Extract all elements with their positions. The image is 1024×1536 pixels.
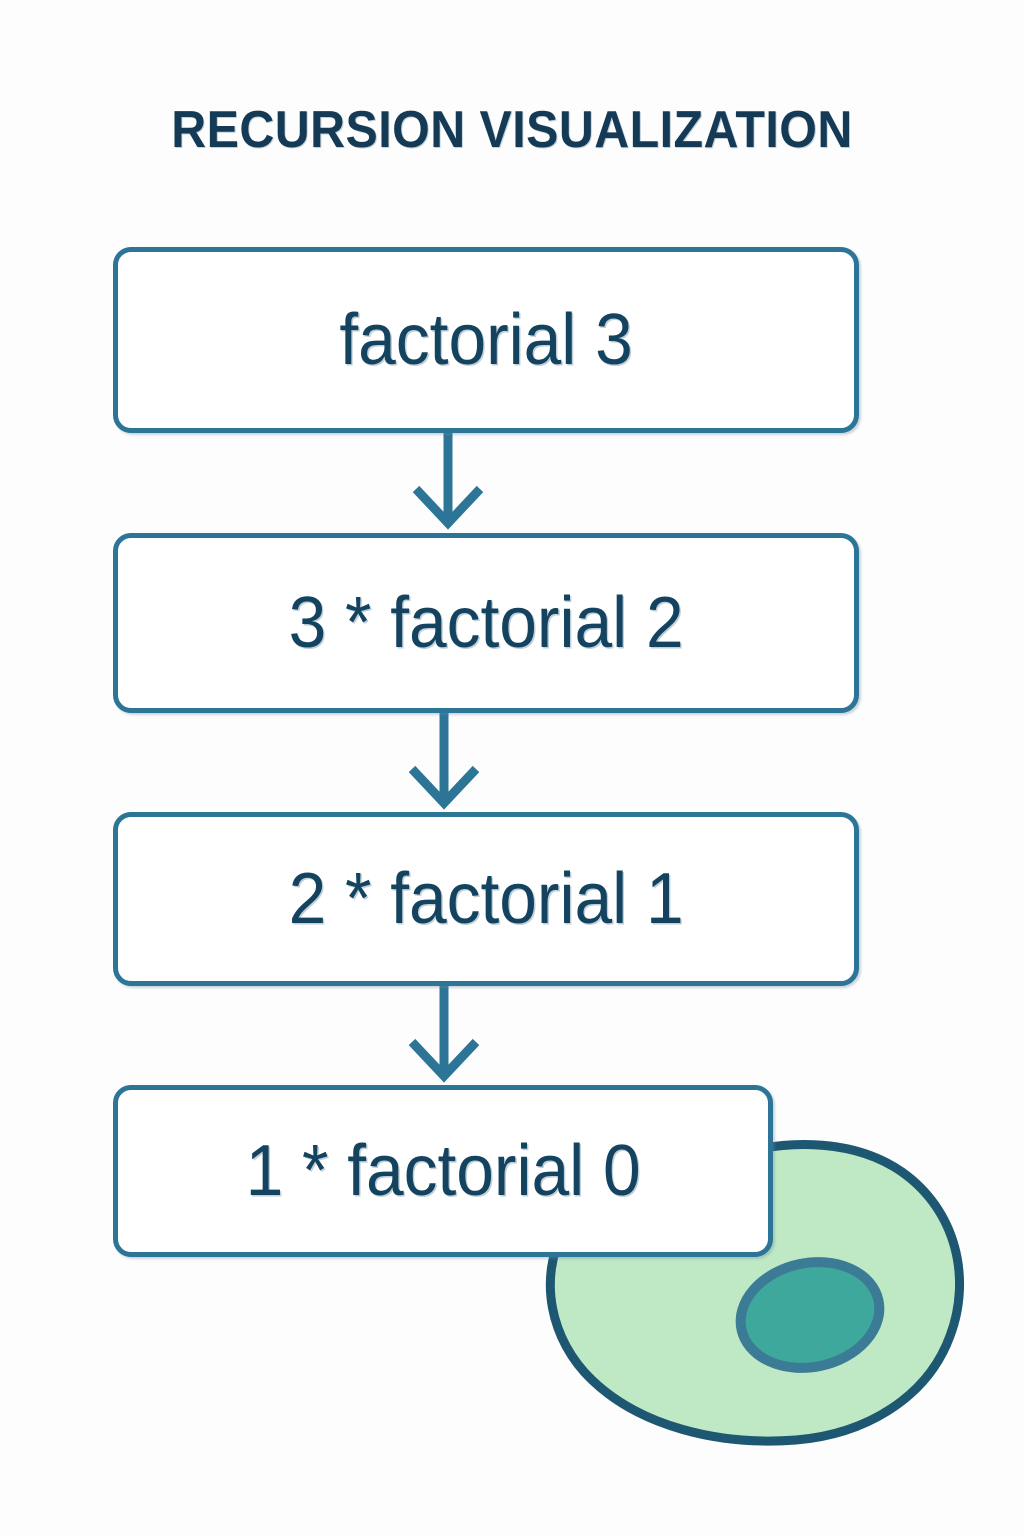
arrow-head-3 [408,1038,480,1083]
arrow-head-1 [412,485,484,530]
flow-node-label: factorial 3 [339,300,633,380]
flow-node-label: 1 * factorial 0 [245,1131,641,1211]
flow-node-label: 2 * factorial 1 [288,859,684,939]
flow-node-1-times-factorial-0[interactable]: 1 * factorial 0 [113,1085,773,1257]
arrow-head-2 [408,765,480,810]
flow-node-factorial-3[interactable]: factorial 3 [113,247,859,433]
blob-nucleus-ellipse [735,1257,885,1373]
flow-node-3-times-factorial-2[interactable]: 3 * factorial 2 [113,533,859,713]
page-title: RECURSION VISUALIZATION [171,101,853,159]
flow-node-2-times-factorial-1[interactable]: 2 * factorial 1 [113,812,859,986]
flow-node-label: 3 * factorial 2 [288,583,684,663]
